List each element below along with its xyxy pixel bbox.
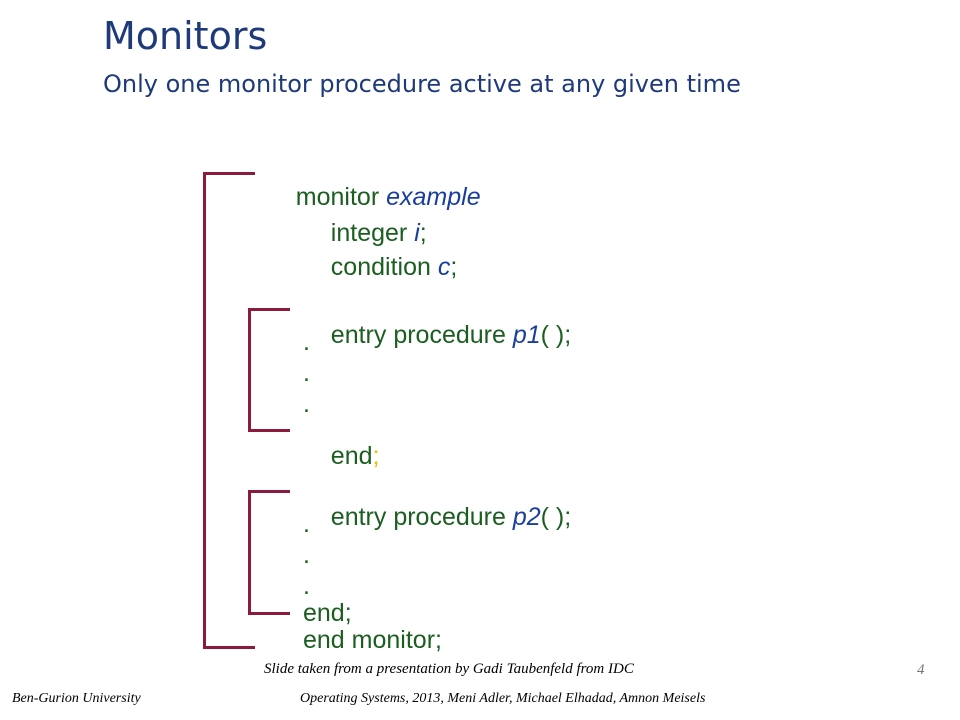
code-p2-dot-1: .: [303, 510, 310, 538]
code-p1-header: entry procedure p1( );: [303, 298, 571, 373]
university-label: Ben-Gurion University: [12, 691, 141, 706]
code-p1-dot-2: .: [303, 359, 310, 387]
code-p2-header: entry procedure p2( );: [303, 480, 571, 555]
monitor-bracket-bottom: [203, 646, 255, 649]
p1-bracket-bottom: [248, 429, 290, 432]
monitor-bracket-top: [203, 172, 255, 175]
p1-name: p1: [512, 321, 541, 349]
integer-var: i: [414, 219, 420, 247]
p1-bracket-side: [248, 308, 251, 432]
monitor-name: example: [386, 183, 481, 211]
code-p1-dot-1: .: [303, 328, 310, 356]
monitor-bracket-side: [203, 172, 206, 649]
credit-line: Slide taken from a presentation by Gadi …: [264, 661, 634, 677]
p2-bracket-bottom: [248, 612, 290, 615]
p1-end-keyword: end: [330, 442, 373, 470]
slide-subtitle: Only one monitor procedure active at any…: [103, 70, 741, 98]
code-p2-end: end;: [303, 599, 352, 627]
code-p2-dot-3: .: [303, 572, 310, 600]
p2-params: ( );: [540, 503, 572, 531]
code-condition-decl: condition c;: [303, 230, 457, 305]
condition-var: c: [437, 253, 451, 281]
p1-end-semi: ;: [372, 442, 380, 470]
p1-bracket-top: [248, 308, 290, 311]
p1-keyword: entry procedure: [330, 321, 513, 349]
p1-params: ( );: [540, 321, 572, 349]
code-p2-dot-2: .: [303, 541, 310, 569]
code-end-monitor: end monitor;: [303, 626, 442, 654]
condition-keyword: condition: [330, 253, 438, 281]
code-monitor-header: monitor example: [268, 160, 481, 235]
slide-title: Monitors: [103, 14, 268, 58]
integer-semi: ;: [419, 219, 427, 247]
course-label: Operating Systems, 2013, Meni Adler, Mic…: [300, 691, 706, 706]
p2-bracket-side: [248, 490, 251, 615]
code-p1-end: end;: [303, 419, 380, 494]
p2-keyword: entry procedure: [330, 503, 513, 531]
monitor-keyword: monitor: [295, 183, 387, 211]
page-number: 4: [917, 662, 925, 678]
code-integer-decl: integer i;: [303, 196, 427, 271]
integer-keyword: integer: [330, 219, 415, 247]
code-p1-dot-3: .: [303, 390, 310, 418]
p2-bracket-top: [248, 490, 290, 493]
condition-semi: ;: [450, 253, 458, 281]
p2-name: p2: [512, 503, 541, 531]
